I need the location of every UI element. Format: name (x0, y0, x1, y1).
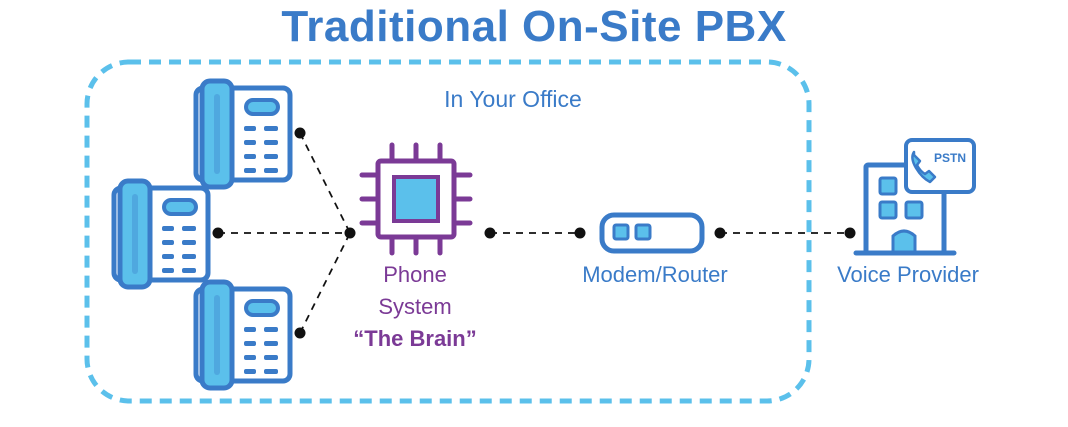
office-boundary (84, 59, 812, 404)
diagram-title: Traditional On-Site PBX (281, 2, 787, 51)
pstn-badge-text: PSTN (934, 151, 966, 165)
desk-phone-icon (196, 81, 290, 187)
connectors (218, 132, 850, 334)
cpu-chip-icon (359, 142, 473, 256)
router-icon (599, 212, 705, 254)
dot (344, 227, 356, 239)
dot (844, 227, 856, 239)
phone-system-label-line2: System (378, 294, 452, 319)
connector-phone-bottom (299, 232, 351, 334)
dot (294, 327, 306, 339)
dot (714, 227, 726, 239)
connector-dots (212, 127, 856, 339)
phone-system-label-line1: Phone (383, 262, 447, 287)
office-label: In Your Office (444, 86, 582, 112)
voice-provider-label: Voice Provider (837, 262, 979, 287)
dot (212, 227, 224, 239)
phone-system-label-line3: “The Brain” (353, 326, 477, 351)
dot (484, 227, 496, 239)
dot (574, 227, 586, 239)
connector-phone-top (299, 132, 351, 234)
desk-phone-icon (114, 181, 208, 287)
phone-badge-icon: PSTN (904, 138, 976, 194)
modem-router-label: Modem/Router (582, 262, 728, 287)
desk-phone-icon (196, 282, 290, 388)
dot (294, 127, 306, 139)
